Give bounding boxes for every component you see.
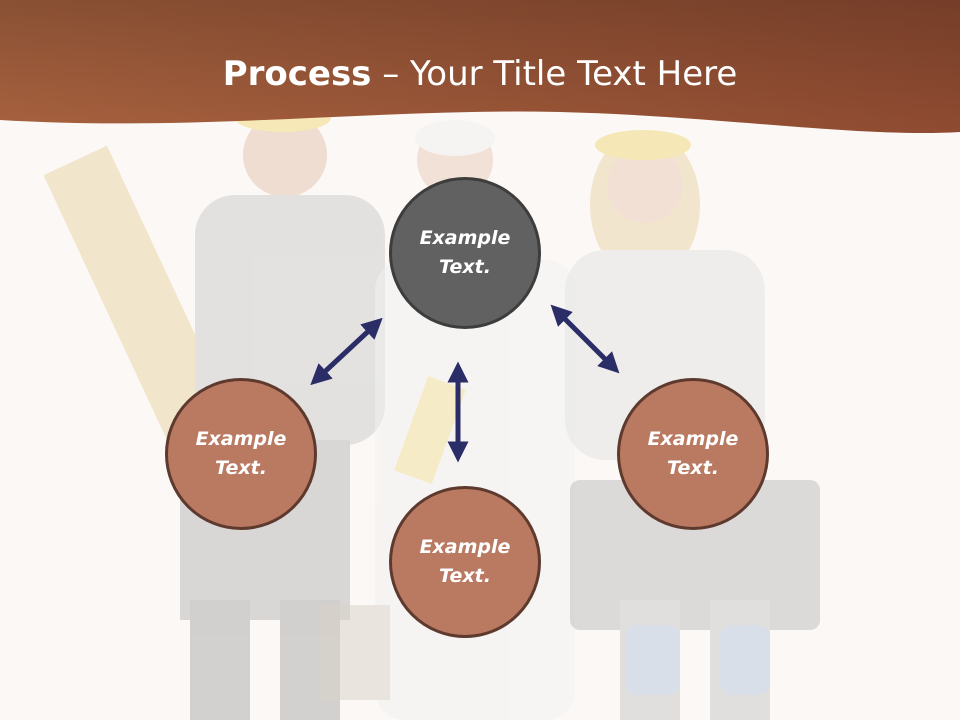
header-band bbox=[0, 0, 960, 134]
node-left-text: Example Text. bbox=[195, 428, 287, 479]
process-node-right[interactable]: Example Text. bbox=[617, 378, 769, 530]
process-node-top[interactable]: Example Text. bbox=[389, 177, 541, 329]
title-bold: Process bbox=[222, 54, 372, 94]
title-rest: – Your Title Text Here bbox=[371, 54, 738, 94]
process-node-left[interactable]: Example Text. bbox=[165, 378, 317, 530]
process-node-bottom[interactable]: Example Text. bbox=[389, 486, 541, 638]
slide-title: Process – Your Title Text Here bbox=[0, 52, 960, 96]
node-bottom-text: Example Text. bbox=[419, 536, 511, 587]
node-top-text: Example Text. bbox=[419, 227, 511, 278]
node-right-text: Example Text. bbox=[647, 428, 739, 479]
